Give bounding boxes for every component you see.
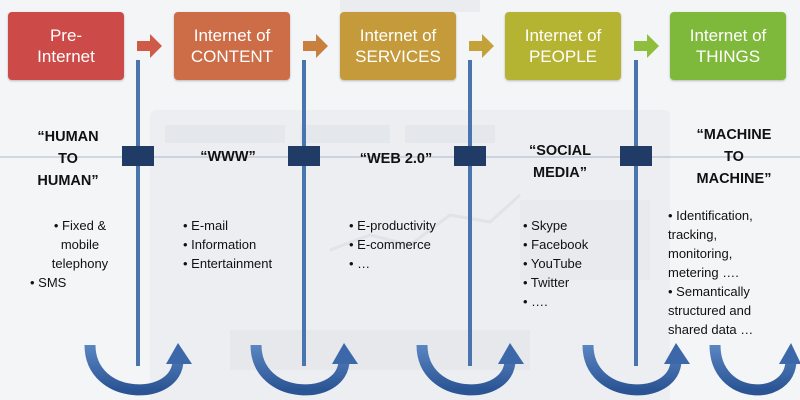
stage-bullets-1: • Fixed & mobile telephony • SMS — [30, 216, 130, 292]
curved-arrow-icon — [250, 343, 358, 396]
quote-line: MEDIA” — [533, 165, 587, 181]
arrow-right-icon — [137, 34, 162, 58]
quote-line: MACHINE” — [696, 171, 772, 187]
quote-line: TO — [724, 149, 744, 165]
quote-line: TO — [58, 151, 78, 167]
curved-arrow-icon — [582, 343, 690, 396]
arrow-right-icon — [303, 34, 328, 58]
stage-bullets-4: • Skype • Facebook • YouTube • Twitter •… — [523, 216, 623, 311]
list-item: • E-commerce — [349, 237, 431, 252]
stage-title-line: Internet of — [524, 26, 602, 45]
stage-quote-2: “WWW” — [178, 146, 278, 168]
timeline-line-3 — [468, 60, 472, 366]
timeline-line-1 — [136, 60, 140, 366]
quote-line: HUMAN” — [37, 173, 99, 189]
stage-box-internet-of-things: Internet of THINGS — [670, 12, 786, 80]
list-item: • Identification, tracking, monitoring, … — [668, 208, 753, 280]
arrow-right-shape — [137, 34, 162, 58]
arrow-right-shape — [303, 34, 328, 58]
stage-title-line: Internet — [37, 47, 95, 66]
curved-arrow-icon — [416, 343, 524, 396]
list-item: • … — [349, 256, 371, 271]
list-item: • YouTube — [523, 256, 583, 271]
list-item: mobile — [60, 237, 100, 252]
quote-line: “WEB 2.0” — [359, 151, 433, 167]
stage-box-internet-of-people: Internet of PEOPLE — [505, 12, 621, 80]
list-item: • Information — [183, 237, 257, 252]
connector-block-3 — [454, 146, 486, 166]
list-item: • Semantically structured and shared dat… — [668, 284, 754, 337]
stage-title-line: PEOPLE — [528, 47, 598, 66]
stage-bullets-3: • E-productivity • E-commerce • … — [349, 216, 461, 273]
stage-title-line: Pre- — [49, 26, 83, 45]
timeline-line-2 — [302, 60, 306, 366]
list-item: • Facebook — [523, 237, 589, 252]
quote-line: “HUMAN — [37, 129, 99, 145]
stage-title-line: Internet of — [193, 26, 271, 45]
list-item: • Twitter — [523, 275, 570, 290]
connector-block-1 — [122, 146, 154, 166]
connector-block-2 — [288, 146, 320, 166]
stage-title-line: Internet of — [689, 26, 767, 45]
quote-line: “WWW” — [200, 149, 256, 165]
stage-box-internet-of-services: Internet of SERVICES — [340, 12, 456, 80]
list-item: • E-productivity — [349, 218, 436, 233]
stage-title-line: SERVICES — [355, 47, 441, 66]
connector-block-4 — [620, 146, 652, 166]
quote-line: “MACHINE — [696, 127, 772, 143]
stage-bullets-5: • Identification, tracking, monitoring, … — [668, 206, 774, 339]
curved-arrow-icon — [84, 343, 192, 396]
arrow-right-shape — [469, 34, 494, 58]
timeline-line-4 — [634, 60, 638, 366]
timeline-divider — [0, 156, 800, 158]
list-item: • Skype — [523, 218, 568, 233]
quote-line: “SOCIAL — [528, 143, 592, 159]
list-item: • E-mail — [183, 218, 228, 233]
stage-title-line: THINGS — [695, 47, 761, 66]
arrow-right-icon — [469, 34, 494, 58]
list-item: • Entertainment — [183, 256, 273, 271]
stage-title-line: Internet of — [359, 26, 437, 45]
stage-quote-5: “MACHINE TO MACHINE” — [676, 124, 792, 190]
stage-quote-3: “WEB 2.0” — [344, 148, 448, 170]
list-item: • Fixed & — [53, 218, 107, 233]
stage-box-pre-internet: Pre- Internet — [8, 12, 124, 80]
arrow-right-shape — [634, 34, 659, 58]
stage-bullets-2: • E-mail • Information • Entertainment — [183, 216, 295, 273]
stage-box-internet-of-content: Internet of CONTENT — [174, 12, 290, 80]
list-item: telephony — [51, 256, 109, 271]
list-item: • …. — [523, 294, 548, 309]
curved-arrow-icon — [709, 343, 800, 396]
stage-title-line: CONTENT — [190, 47, 274, 66]
arrow-right-icon — [634, 34, 659, 58]
stage-quote-1: “HUMAN TO HUMAN” — [20, 126, 116, 192]
stage-quote-4: “SOCIAL MEDIA” — [510, 140, 610, 184]
list-item: • SMS — [30, 275, 67, 290]
